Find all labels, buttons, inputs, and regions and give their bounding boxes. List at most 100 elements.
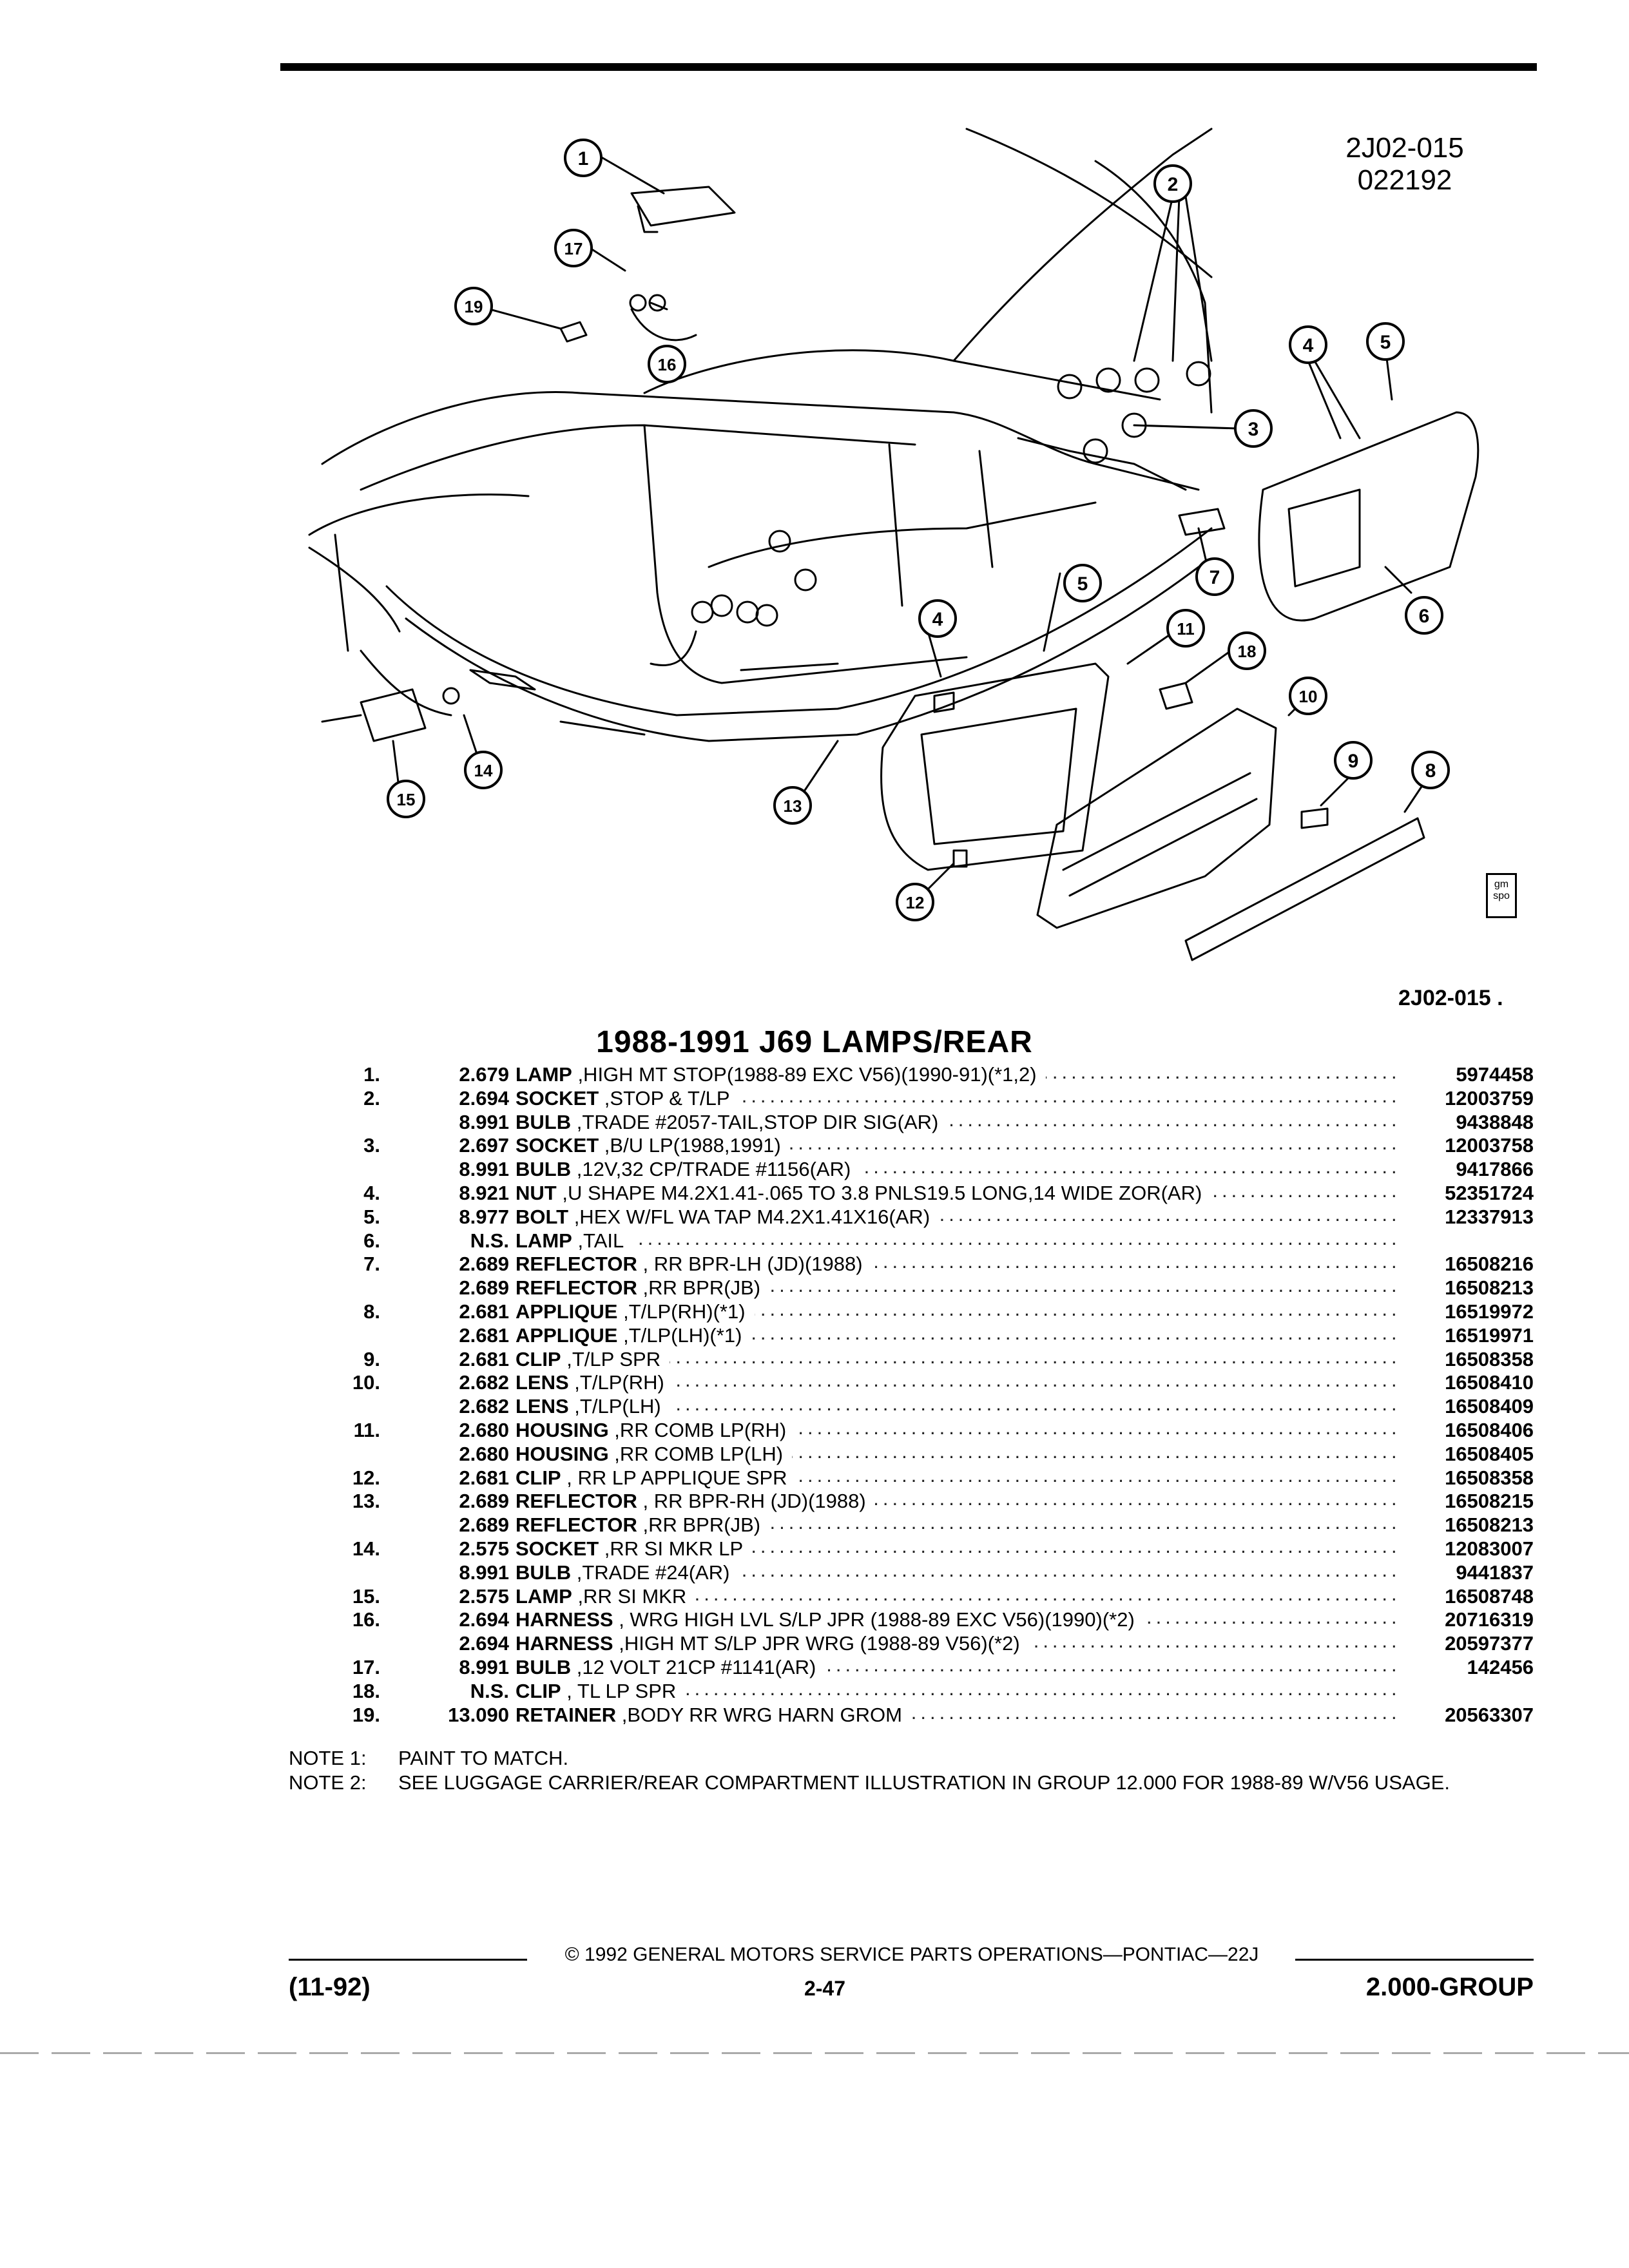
part-description: ........................................… bbox=[516, 1561, 1395, 1585]
part-number: 5974458 bbox=[1456, 1063, 1534, 1086]
part-number: 20563307 bbox=[1445, 1703, 1534, 1726]
part-number: 16508213 bbox=[1445, 1276, 1534, 1300]
svg-text:10: 10 bbox=[1299, 687, 1318, 706]
tail-lamp-housing-shape bbox=[880, 662, 1110, 871]
part-name: APPLIQUE bbox=[516, 1323, 618, 1347]
part-name: APPLIQUE bbox=[516, 1300, 618, 1323]
part-description: ........................................… bbox=[516, 1608, 1395, 1632]
callout-6: 6 bbox=[1405, 596, 1443, 635]
part-group-number: 2.680 bbox=[459, 1418, 509, 1441]
svg-text:7: 7 bbox=[1210, 567, 1220, 588]
part-name: REFLECTOR bbox=[516, 1253, 637, 1276]
part-item-number: 8. bbox=[363, 1300, 380, 1323]
part-description: ........................................… bbox=[516, 1253, 1395, 1276]
part-spec: ,RR BPR(JB) bbox=[637, 1514, 761, 1537]
part-group-number: 2.575 bbox=[459, 1584, 509, 1608]
part-spec: ,T/LP(RH) bbox=[568, 1371, 664, 1394]
svg-text:4: 4 bbox=[1303, 335, 1314, 356]
part-name: NUT bbox=[516, 1181, 557, 1204]
callout-5b: 5 bbox=[1063, 564, 1102, 602]
note-label: NOTE 1: bbox=[289, 1747, 367, 1769]
callout-4: 4 bbox=[1289, 325, 1327, 364]
part-spec: , TL LP SPR bbox=[561, 1679, 677, 1702]
parts-row: 8.2.681.................................… bbox=[303, 1300, 1534, 1324]
footer-rule-left bbox=[289, 1959, 527, 1961]
part-description: ........................................… bbox=[516, 1632, 1395, 1656]
svg-text:5: 5 bbox=[1077, 573, 1088, 595]
illustration-code-line1: 2J02-015 bbox=[1345, 132, 1464, 164]
part-group-number: 8.991 bbox=[459, 1158, 509, 1181]
part-description: ........................................… bbox=[516, 1063, 1395, 1087]
tail-lamp-lens-shape bbox=[1036, 707, 1277, 929]
part-number: 12083007 bbox=[1445, 1537, 1534, 1560]
part-item-number: 19. bbox=[352, 1703, 380, 1726]
parts-row: 8.991...................................… bbox=[303, 1561, 1534, 1585]
part-group-number: 2.689 bbox=[459, 1276, 509, 1300]
part-spec: ,T/LP SPR bbox=[561, 1347, 661, 1370]
callout-1: 1 bbox=[564, 139, 602, 177]
part-name: SOCKET bbox=[516, 1086, 599, 1110]
part-group-number: 2.681 bbox=[459, 1466, 509, 1489]
part-description: ........................................… bbox=[516, 1537, 1395, 1561]
page-title: 1988-1991 J69 LAMPS/REAR bbox=[596, 1025, 1033, 1059]
part-number: 16508748 bbox=[1445, 1584, 1534, 1608]
notes-section: NOTE 1:PAINT TO MATCH.NOTE 2:SEE LUGGAGE… bbox=[289, 1746, 1545, 1795]
callout-4b: 4 bbox=[918, 599, 957, 638]
note-label: NOTE 2: bbox=[289, 1771, 367, 1794]
part-number: 9438848 bbox=[1456, 1110, 1534, 1133]
parts-row: 12.2.681................................… bbox=[303, 1466, 1534, 1490]
part-name: REFLECTOR bbox=[516, 1276, 637, 1300]
part-name: LENS bbox=[516, 1395, 569, 1418]
part-name: CLIP bbox=[516, 1466, 561, 1489]
footer-page-number: 2-47 bbox=[804, 1977, 846, 2000]
part-name: HOUSING bbox=[516, 1442, 609, 1465]
callout-11: 11 bbox=[1166, 609, 1205, 648]
parts-row: 1.2.679.................................… bbox=[303, 1063, 1534, 1087]
note-text: SEE LUGGAGE CARRIER/REAR COMPARTMENT ILL… bbox=[398, 1771, 1450, 1794]
part-number: 9441837 bbox=[1456, 1561, 1534, 1584]
bumper-outline bbox=[385, 527, 1213, 716]
trunk-edge-line bbox=[321, 390, 1200, 491]
part-group-number: N.S. bbox=[470, 1229, 509, 1252]
part-item-number: 15. bbox=[352, 1584, 380, 1608]
parts-row: 10.2.682................................… bbox=[303, 1371, 1534, 1395]
part-description: ........................................… bbox=[516, 1418, 1395, 1443]
illustration-code-bottom: 2J02-015 . bbox=[1398, 986, 1503, 1010]
part-description: ........................................… bbox=[516, 1323, 1395, 1348]
part-name: HOUSING bbox=[516, 1418, 609, 1441]
footer-group: 2.000-GROUP bbox=[1365, 1973, 1534, 2001]
footer-date: (11-92) bbox=[289, 1973, 371, 2001]
parts-list: 1.2.679.................................… bbox=[303, 1063, 1534, 1727]
part-item-number: 1. bbox=[363, 1063, 380, 1086]
part-description: ........................................… bbox=[516, 1490, 1395, 1514]
part-name: LAMP bbox=[516, 1063, 572, 1086]
parts-row: 11.2.680................................… bbox=[303, 1418, 1534, 1443]
callout-17: 17 bbox=[554, 229, 593, 267]
part-item-number: 4. bbox=[363, 1181, 380, 1204]
part-description: ........................................… bbox=[516, 1086, 1395, 1111]
part-group-number: 8.991 bbox=[459, 1561, 509, 1584]
svg-text:18: 18 bbox=[1238, 642, 1257, 661]
part-spec: , WRG HIGH LVL S/LP JPR (1988-89 EXC V56… bbox=[613, 1608, 1135, 1631]
right-tail-lamp-shape bbox=[1258, 411, 1480, 622]
part-spec: ,HIGH MT STOP(1988-89 EXC V56)(1990-91)(… bbox=[572, 1063, 1037, 1086]
part-spec: ,B/U LP(1988,1991) bbox=[599, 1134, 781, 1157]
part-number: 16508216 bbox=[1445, 1253, 1534, 1276]
exploded-parts-diagram: 1 2 3 4 5 6 7 8 9 10 11 12 13 14 15 16 1… bbox=[308, 128, 1480, 961]
part-group-number: 2.694 bbox=[459, 1608, 509, 1631]
part-item-number: 3. bbox=[363, 1134, 380, 1157]
parts-row: 2.689...................................… bbox=[303, 1514, 1534, 1537]
parts-row: 9.2.681.................................… bbox=[303, 1347, 1534, 1372]
svg-text:6: 6 bbox=[1419, 606, 1430, 627]
part-number: 16519972 bbox=[1445, 1300, 1534, 1323]
part-number: 16508409 bbox=[1445, 1395, 1534, 1418]
part-name: RETAINER bbox=[516, 1703, 617, 1726]
part-spec: ,BODY RR WRG HARN GROM bbox=[616, 1703, 902, 1726]
part-group-number: 2.689 bbox=[459, 1514, 509, 1537]
part-spec: ,RR BPR(JB) bbox=[637, 1276, 761, 1300]
part-spec: ,RR COMB LP(LH) bbox=[608, 1442, 784, 1465]
parts-row: 2.2.694.................................… bbox=[303, 1086, 1534, 1111]
high-mount-stop-lamp-shape bbox=[630, 186, 736, 227]
part-item-number: 2. bbox=[363, 1086, 380, 1110]
parts-row: 13.2.689................................… bbox=[303, 1490, 1534, 1514]
